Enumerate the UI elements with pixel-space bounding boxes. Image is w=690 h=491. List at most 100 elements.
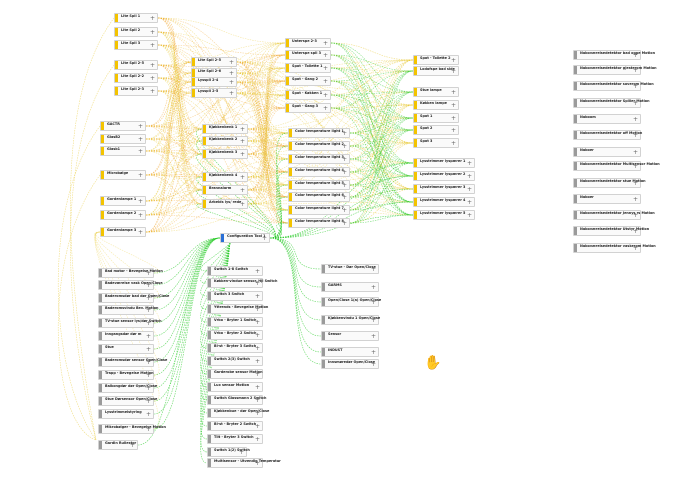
node-add-icon[interactable]: + — [322, 65, 328, 72]
flow-node-n72[interactable]: Køkken-vindue sensor, Hjl Switch+ — [207, 278, 277, 288]
node-add-icon[interactable]: + — [341, 169, 347, 176]
flow-node-n76[interactable]: Vrbo - Bryter 2 Switch+ — [207, 330, 263, 340]
node-add-icon[interactable]: + — [632, 245, 638, 252]
flow-node-n101[interactable]: Naboværelsedetektor off Motion+ — [573, 130, 642, 140]
flow-node-n105[interactable]: Naboer+ — [573, 194, 641, 204]
node-add-icon[interactable]: + — [341, 156, 347, 163]
node-add-icon[interactable]: + — [370, 299, 376, 306]
node-add-icon[interactable]: + — [632, 67, 638, 74]
flow-node-n11[interactable]: Unterspe 2-3+ — [285, 38, 331, 48]
node-add-icon[interactable]: + — [137, 229, 143, 236]
flow-node-n38[interactable]: Arbeids lys/ rede+ — [202, 199, 248, 209]
node-add-icon[interactable]: + — [370, 333, 376, 340]
node-add-icon[interactable]: + — [239, 151, 245, 158]
flow-node-n1[interactable]: Lite Spil 1+ — [114, 13, 158, 23]
node-add-icon[interactable]: + — [145, 385, 151, 392]
flow-node-n98[interactable]: Naboværelsedetektor soverom Motion+ — [573, 81, 654, 91]
flow-node-n22[interactable]: Spot 2+ — [413, 125, 459, 135]
node-add-icon[interactable]: + — [145, 270, 151, 277]
flow-node-n3[interactable]: Lite Spil 3+ — [114, 40, 158, 50]
node-add-icon[interactable]: + — [149, 75, 155, 82]
node-add-icon[interactable]: + — [254, 280, 260, 287]
node-add-icon[interactable]: + — [239, 201, 245, 208]
node-add-icon[interactable]: + — [145, 333, 151, 340]
node-add-icon[interactable]: + — [632, 132, 638, 139]
node-add-icon[interactable]: + — [450, 140, 456, 147]
node-add-icon[interactable]: + — [450, 102, 456, 109]
flow-node-n19[interactable]: Stue lampe+ — [413, 87, 459, 97]
node-add-icon[interactable]: + — [149, 88, 155, 95]
flow-node-n44[interactable]: Color temperature light 5+ — [288, 180, 350, 190]
flow-node-n99[interactable]: Naboværelsedetektor Spiller Motion+ — [573, 98, 650, 108]
node-add-icon[interactable]: + — [370, 361, 376, 368]
node-add-icon[interactable]: + — [254, 332, 260, 339]
flow-node-n104[interactable]: Naboværelsedetektor stue Motion+ — [573, 178, 646, 188]
flow-node-n55[interactable]: Configuration Tool 1+ — [220, 233, 270, 243]
node-add-icon[interactable]: + — [466, 212, 472, 219]
node-add-icon[interactable]: + — [254, 410, 260, 417]
flow-node-n52[interactable]: Lysstrimmer lyspærer 3+ — [413, 184, 475, 194]
flow-node-n74[interactable]: Yttrends - Bevegelse Motion+ — [207, 304, 268, 314]
node-add-icon[interactable]: + — [254, 345, 260, 352]
node-add-icon[interactable]: + — [254, 319, 260, 326]
node-add-icon[interactable]: + — [149, 42, 155, 49]
node-add-icon[interactable]: + — [137, 212, 143, 219]
flow-node-n31[interactable]: Gordenlampe 2+ — [100, 210, 146, 220]
node-add-icon[interactable]: + — [466, 186, 472, 193]
node-add-icon[interactable]: + — [149, 62, 155, 69]
node-add-icon[interactable]: + — [239, 126, 245, 133]
node-add-icon[interactable]: + — [239, 138, 245, 145]
flow-node-n63[interactable]: Baderomsdør sensor Open/Close+ — [98, 357, 167, 367]
flow-node-n50[interactable]: Lysstrimmer lyspærer 1+ — [413, 158, 475, 168]
flow-node-n57[interactable]: Badeværelse vask Open/Close+ — [98, 280, 163, 290]
node-add-icon[interactable]: + — [341, 143, 347, 150]
node-add-icon[interactable]: + — [632, 100, 638, 107]
node-add-icon[interactable]: + — [145, 372, 151, 379]
node-add-icon[interactable]: + — [261, 235, 267, 242]
node-add-icon[interactable]: + — [149, 15, 155, 22]
flow-node-n7[interactable]: Lite Spil 2-5+ — [191, 57, 237, 67]
flow-node-n40[interactable]: Color temperature light 1+ — [288, 128, 350, 138]
flow-node-n97[interactable]: Naboværelsedetektor gjesterom Motion+ — [573, 65, 657, 75]
flow-node-n78[interactable]: Switch 2(3) Switch+ — [207, 356, 263, 366]
flow-node-n28[interactable]: Glasb1+ — [100, 146, 146, 156]
flow-node-n102[interactable]: Naboer+ — [573, 147, 641, 157]
node-add-icon[interactable]: + — [254, 293, 260, 300]
flow-node-n83[interactable]: Bi-st - Bryter 2 Switch+ — [207, 421, 263, 431]
flow-node-n27[interactable]: GlasB2+ — [100, 134, 146, 144]
flow-node-n91[interactable]: Open/Close 1(a) Open/Close+ — [321, 297, 381, 307]
node-add-icon[interactable]: + — [254, 268, 260, 275]
node-add-icon[interactable]: + — [228, 79, 234, 86]
node-add-icon[interactable]: + — [137, 123, 143, 130]
node-add-icon[interactable]: + — [254, 436, 260, 443]
node-add-icon[interactable]: + — [129, 442, 135, 449]
node-add-icon[interactable]: + — [632, 228, 638, 235]
flow-node-n94[interactable]: INDUST+ — [321, 347, 379, 357]
flow-node-n4[interactable]: Lite Spil 2-5+ — [114, 60, 158, 70]
flow-node-n45[interactable]: Color temperature light 6+ — [288, 192, 350, 202]
flow-node-n96[interactable]: Naboværelsedetektor bad oppe Motion+ — [573, 50, 655, 60]
flow-node-n14[interactable]: Spot - Gang 2+ — [285, 76, 331, 86]
flow-node-n58[interactable]: Baderomsdør bad dør Open/Close+ — [98, 293, 169, 303]
node-add-icon[interactable]: + — [137, 198, 143, 205]
flow-node-n61[interactable]: Inngangsdør dør m+ — [98, 331, 154, 341]
flow-node-n66[interactable]: Stue Dørsensor Open/Close+ — [98, 396, 157, 406]
flow-node-n80[interactable]: Lux sensor Motion+ — [207, 382, 263, 392]
flow-node-n21[interactable]: Spot 1+ — [413, 113, 459, 123]
node-add-icon[interactable]: + — [145, 295, 151, 302]
node-add-icon[interactable]: + — [145, 282, 151, 289]
flow-node-n12[interactable]: Unterspe spil 3+ — [285, 50, 331, 60]
flow-node-n56[interactable]: Bad motor - Bevegelse Motion+ — [98, 268, 163, 278]
node-add-icon[interactable]: + — [341, 130, 347, 137]
node-add-icon[interactable]: + — [370, 317, 376, 324]
node-add-icon[interactable]: + — [322, 52, 328, 59]
node-add-icon[interactable]: + — [254, 384, 260, 391]
node-add-icon[interactable]: + — [254, 371, 260, 378]
flow-node-n107[interactable]: Naboværelsedetektor Utstyr Motion+ — [573, 226, 649, 236]
node-add-icon[interactable]: + — [632, 180, 638, 187]
flow-node-n68[interactable]: Mikrobølger - Bevegelse Motion+ — [98, 424, 166, 434]
node-add-icon[interactable]: + — [145, 411, 151, 418]
node-add-icon[interactable]: + — [450, 89, 456, 96]
node-add-icon[interactable]: + — [145, 359, 151, 366]
